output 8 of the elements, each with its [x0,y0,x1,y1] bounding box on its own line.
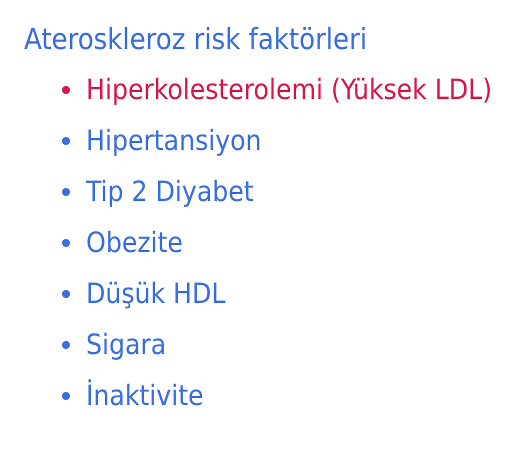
list-item: Sigara [86,327,166,363]
list-item: İnaktivite [86,378,204,414]
list-item: Düşük HDL [86,276,226,312]
list-item: Obezite [86,225,183,261]
list-item: Hiperkolesterolemi (Yüksek LDL) [86,72,492,108]
list-item: Tip 2 Diyabet [86,174,254,210]
title: Ateroskleroz risk faktörleri [24,22,368,56]
list-item: Hipertansiyon [86,123,262,159]
